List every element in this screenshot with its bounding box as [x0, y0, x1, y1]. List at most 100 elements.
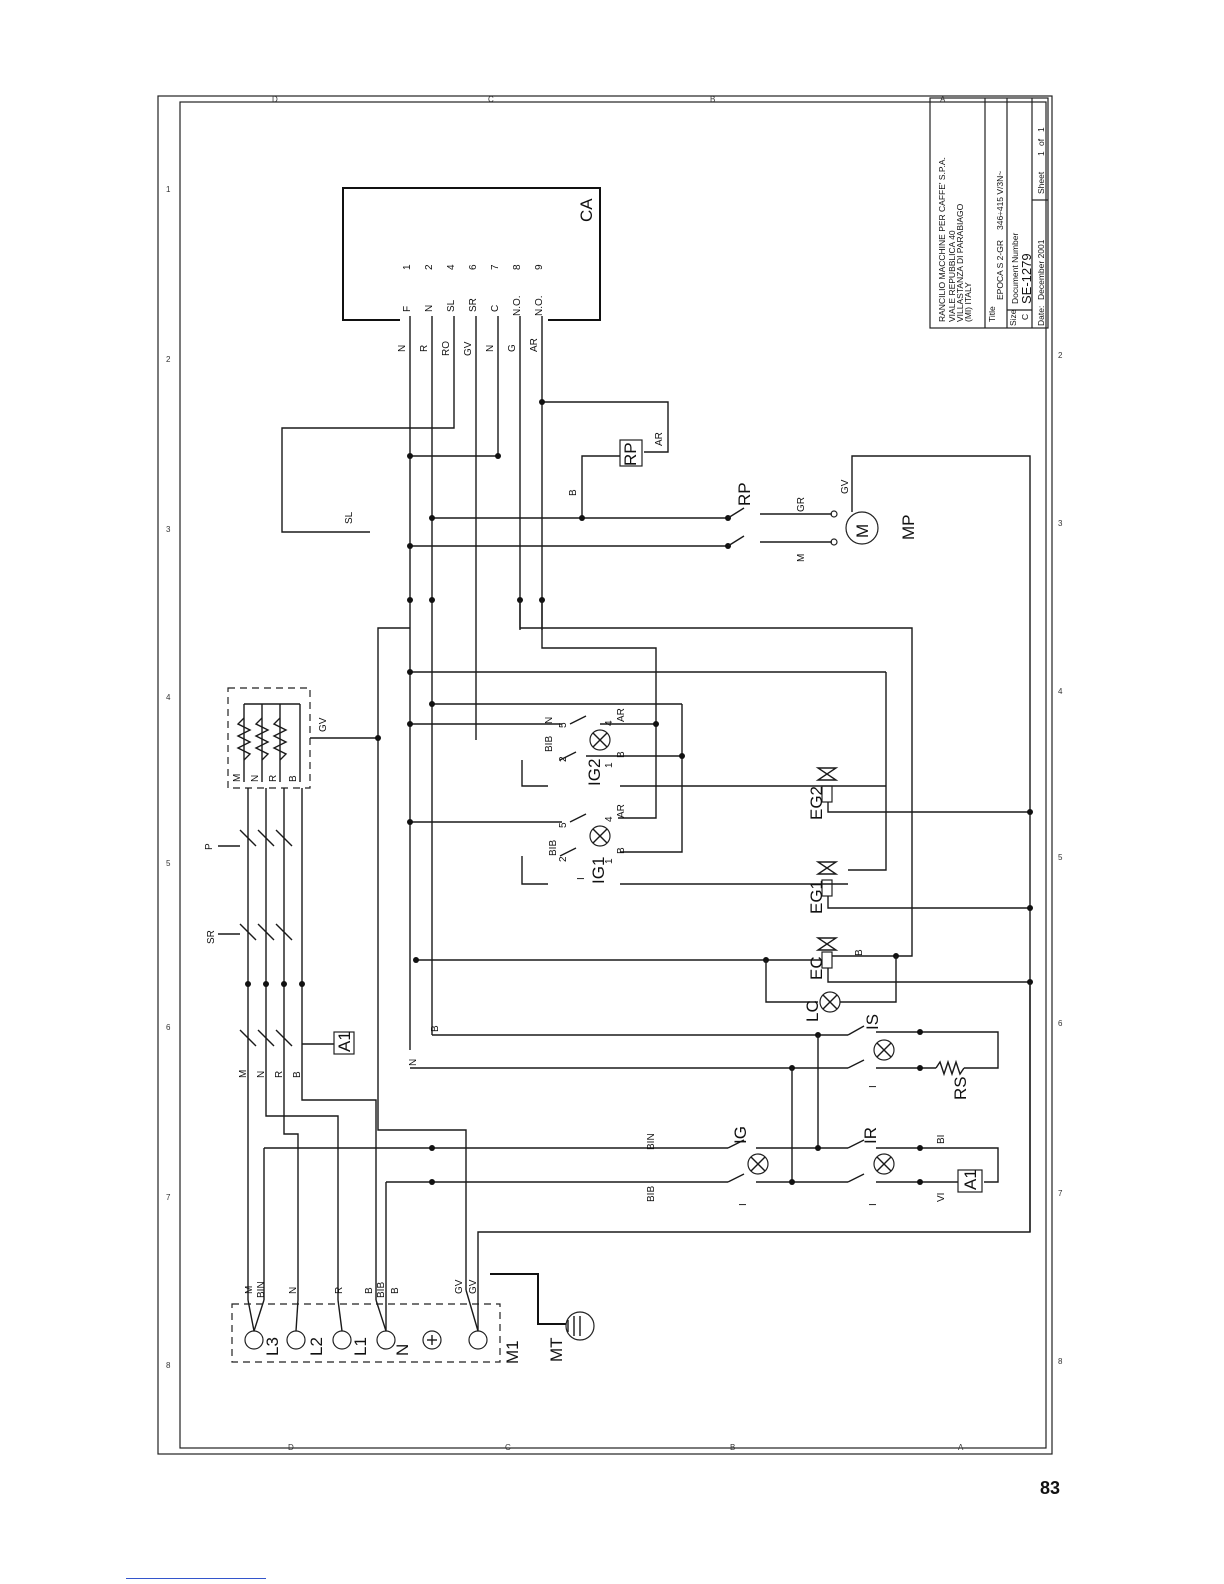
- m-wire-motor: M: [796, 554, 807, 562]
- frame-letter-b: B: [710, 95, 715, 104]
- ca-terminal-labels: F N SL SR C N.O. N.O. 1 2 4 6 7 8 9 N R …: [397, 264, 545, 356]
- ig-off: I: [738, 1203, 749, 1206]
- size-label: Size: [1008, 309, 1018, 326]
- contactor-m: M: [238, 1070, 249, 1078]
- ca-label: CA: [577, 198, 596, 222]
- size-value: C: [1020, 314, 1030, 320]
- heating-element-box: M N R B GV: [227, 687, 381, 789]
- contactor-b: B: [292, 1071, 303, 1078]
- frame-letter-b-bottom: B: [730, 1443, 735, 1452]
- n-wire-is: N: [408, 1059, 419, 1066]
- m1-label: M1: [503, 1340, 522, 1364]
- ca-pin-2: 2: [424, 264, 435, 270]
- tw-b2: B: [390, 1287, 401, 1294]
- ca-terminal-n: N: [424, 305, 435, 312]
- ig-switch: IG BIN BIB I: [264, 1126, 848, 1206]
- gv-wire-motor: GV: [840, 479, 851, 494]
- frame-number-5-right: 5: [1058, 853, 1063, 862]
- mp-label: MP: [899, 515, 918, 541]
- date-value: December 2001: [1036, 239, 1046, 300]
- ig1-1: 1: [604, 858, 615, 864]
- ig2-5: 5: [558, 722, 569, 728]
- frame-number-7: 7: [166, 1193, 171, 1202]
- ca-terminal-f: F: [402, 306, 413, 312]
- p-label: P: [204, 843, 215, 850]
- ig1-off: I: [576, 877, 587, 880]
- a1-contactor-label: A1: [335, 1031, 354, 1052]
- tw-b: B: [364, 1287, 375, 1294]
- ca-wire-n: N: [397, 345, 408, 352]
- tw-bin: BIN: [256, 1281, 267, 1298]
- contactor-n: N: [256, 1071, 267, 1078]
- motor-pump-symbol: [845, 511, 879, 545]
- vi-wire: VI: [936, 1193, 947, 1202]
- a1-box-contactor: [333, 1031, 355, 1055]
- frame-number-6-right: 6: [1058, 1019, 1063, 1028]
- title-value: EPOCA S 2-GR: [995, 240, 1005, 300]
- ig2-switch: IG2 N 5 BIB 2 AR 4 B 1: [407, 708, 685, 787]
- ig1-ar: AR: [616, 804, 627, 818]
- rs-label: RS: [951, 1076, 970, 1100]
- frame-letter-a: A: [940, 95, 946, 104]
- ca-pin-1: 1: [402, 264, 413, 270]
- ca-terminal-sl: SL: [446, 299, 457, 312]
- rp-box: [619, 439, 643, 467]
- frame-letter-c-bottom: C: [505, 1443, 511, 1452]
- ir-label: IR: [861, 1127, 880, 1144]
- frame-number-3-right: 3: [1058, 519, 1063, 528]
- tw-gv2: GV: [468, 1279, 479, 1294]
- sheet-total: 1: [1036, 127, 1046, 132]
- ca-pin-6: 6: [468, 264, 479, 270]
- frame-letter-d-bottom: D: [288, 1443, 294, 1452]
- date-label: Date:: [1036, 306, 1046, 326]
- ca-control-box: CA F N SL SR C N.O. N.O. 1 2 4 6 7 8 9 N…: [342, 187, 601, 356]
- ig2-1: 1: [604, 762, 615, 768]
- ca-terminal-c: C: [490, 305, 501, 312]
- terminal-n: N: [393, 1344, 412, 1356]
- ca-wires: SL: [281, 316, 543, 1050]
- title-label: Title: [987, 306, 997, 322]
- tw-r: R: [334, 1287, 345, 1294]
- a1-box-ir: [957, 1169, 983, 1193]
- ca-wire-n2: N: [485, 345, 496, 352]
- docnum-value: SE-1279: [1019, 253, 1034, 304]
- frame-letter-a-bottom: A: [958, 1443, 964, 1452]
- contactor-r: R: [274, 1071, 285, 1078]
- is-switch: IS RS I B N: [408, 1014, 999, 1100]
- eg1-label: EG1: [807, 880, 826, 914]
- frame-number-1: 1: [166, 185, 171, 194]
- sl-label: SL: [344, 511, 355, 524]
- rp-switch-label: RP: [735, 482, 754, 506]
- title-voltage: 346÷415 V/3N~: [995, 171, 1005, 230]
- bin-wire: BIN: [646, 1133, 657, 1150]
- frame-number-6: 6: [166, 1023, 171, 1032]
- terminal-l3: L3: [263, 1337, 282, 1356]
- frame-number-2-right: 2: [1058, 351, 1063, 360]
- ca-pin-7: 7: [490, 264, 501, 270]
- rs-resistor: [935, 1059, 965, 1077]
- ig1-bib: BIB: [548, 840, 559, 856]
- ec-label: EC: [807, 956, 826, 980]
- terminal-l2: L2: [307, 1337, 326, 1356]
- tw-n: N: [288, 1287, 299, 1294]
- tw-gv: GV: [454, 1279, 465, 1294]
- frame-number-8: 8: [166, 1361, 171, 1370]
- drawing-frame-inner: [179, 101, 1047, 1449]
- is-off: I: [868, 1085, 879, 1088]
- frame-number-8-right: 8: [1058, 1357, 1063, 1366]
- eg2-valve: EG2: [620, 767, 1033, 820]
- title-block: RANCILIO MACCHINE PER CAFFE' S.P.A. VIAL…: [929, 97, 1049, 329]
- title-address2: VILLASTANZA DI PARABIAGO: [955, 203, 965, 322]
- ig1-b: B: [616, 847, 627, 854]
- b-wire-rp: B: [568, 489, 579, 496]
- frame-number-4: 4: [166, 693, 171, 702]
- ig2-bib: BIB: [544, 736, 555, 752]
- title-address1: VIALE REPUBBLICA 40: [947, 230, 957, 322]
- frame-number-3: 3: [166, 525, 171, 534]
- frame-number-4-right: 4: [1058, 687, 1063, 696]
- ec-valve: EC B LC: [413, 937, 1033, 1022]
- frame-letter-d: D: [272, 95, 278, 104]
- ca-wire-ro: RO: [441, 341, 452, 356]
- gr-wire: GR: [796, 497, 807, 512]
- title-address3: (MI) ITALY: [963, 282, 973, 322]
